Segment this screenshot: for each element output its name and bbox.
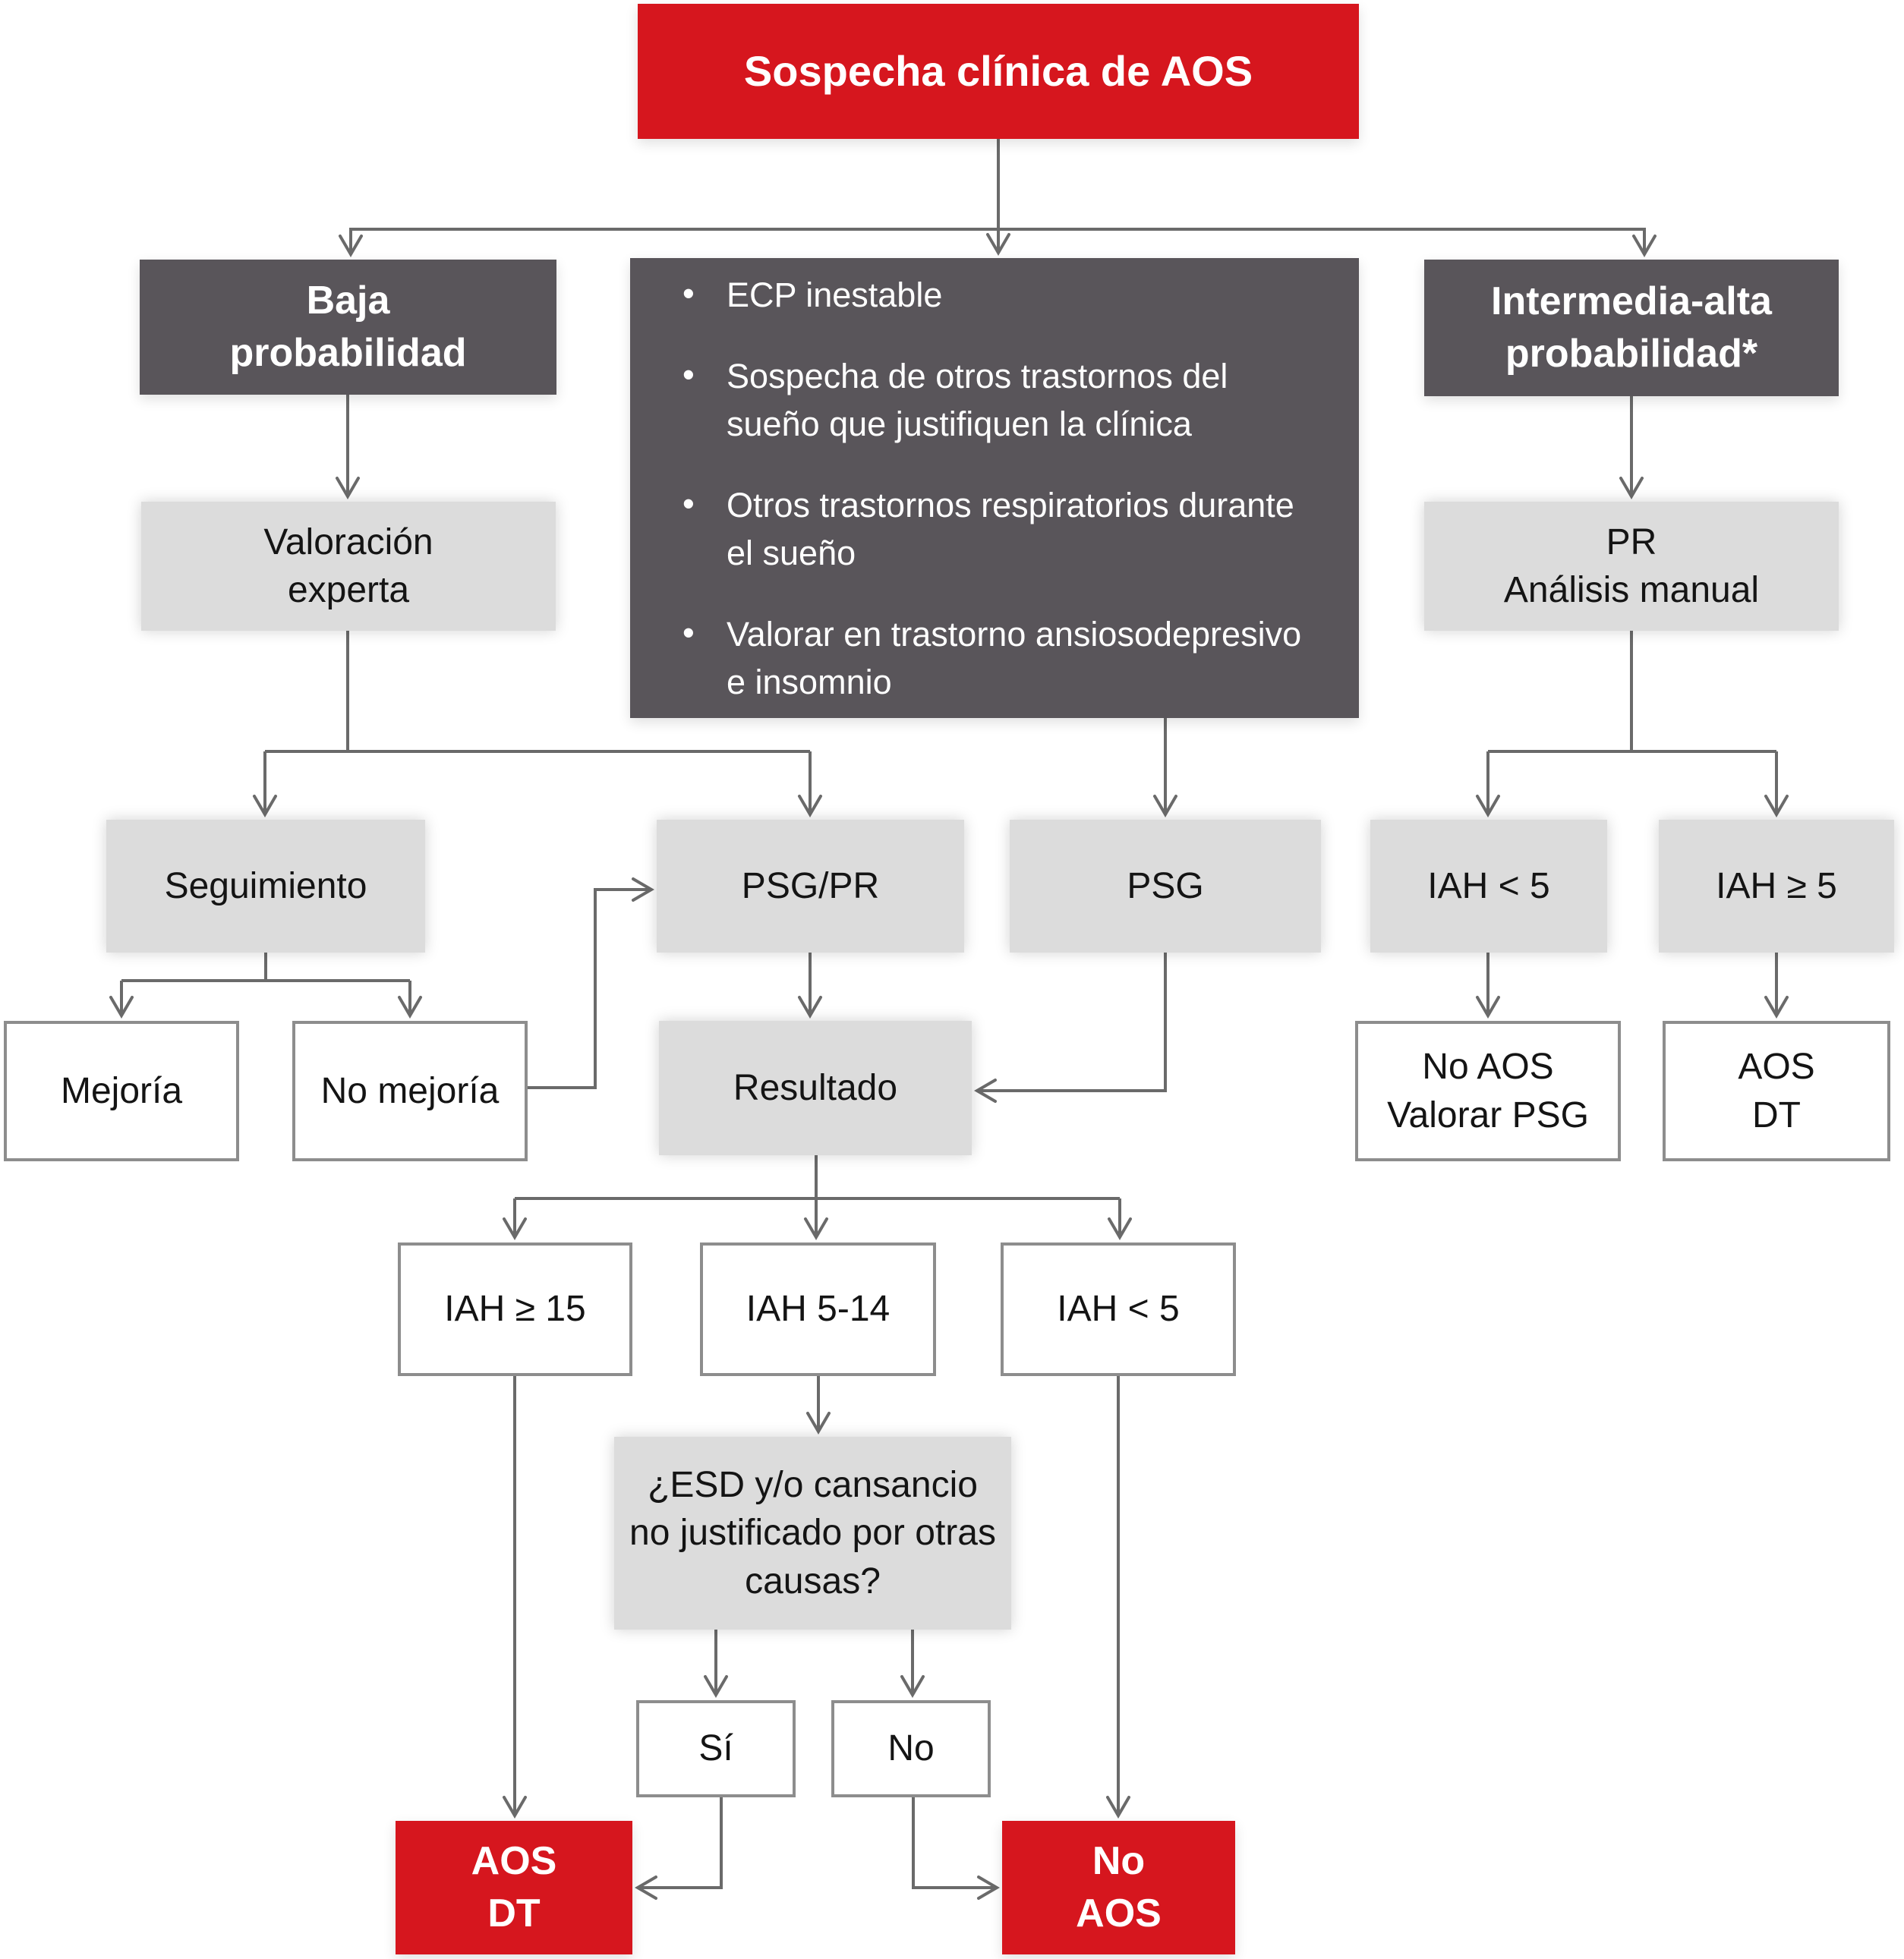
- criterio-item: Otros trastornos respiratorios durante e…: [672, 480, 1325, 577]
- seguimiento-box: Seguimiento: [106, 820, 425, 953]
- no-mejoria-box: No mejoría: [292, 1021, 528, 1161]
- resultado-box: Resultado: [659, 1021, 972, 1155]
- aos-dt-right-box: AOS DT: [1663, 1021, 1890, 1161]
- intermedia-alta-box: Intermedia-alta probabilidad*: [1424, 260, 1839, 396]
- criterios-list: ECP inestable Sospecha de otros trastorn…: [672, 269, 1325, 706]
- sospecha-clinica-box: Sospecha clínica de AOS: [638, 4, 1359, 139]
- no-aos-valorar-psg-box: No AOS Valorar PSG: [1355, 1021, 1621, 1161]
- criterio-item: Valorar en trastorno ansiosodepresivo e …: [672, 609, 1325, 706]
- psg-pr-box: PSG/PR: [657, 820, 964, 953]
- iah-ge5-right-box: IAH ≥ 5: [1659, 820, 1894, 953]
- iah-lt5-bottom-box: IAH < 5: [1001, 1242, 1236, 1376]
- iah-5-14-box: IAH 5-14: [700, 1242, 936, 1376]
- iah-ge15-box: IAH ≥ 15: [398, 1242, 632, 1376]
- iah-lt5-right-box: IAH < 5: [1370, 820, 1607, 953]
- no-box: No: [831, 1700, 991, 1797]
- pr-analisis-manual-box: PR Análisis manual: [1424, 502, 1839, 631]
- criterios-box: ECP inestable Sospecha de otros trastorn…: [630, 258, 1359, 718]
- no-aos-red-box: No AOS: [1002, 1821, 1235, 1954]
- esd-question-box: ¿ESD y/o cansancio no justificado por ot…: [614, 1437, 1011, 1630]
- valoracion-experta-box: Valoración experta: [141, 502, 556, 631]
- baja-probabilidad-box: Baja probabilidad: [140, 260, 556, 395]
- psg-box: PSG: [1010, 820, 1321, 953]
- mejoria-box: Mejoría: [4, 1021, 239, 1161]
- si-box: Sí: [636, 1700, 796, 1797]
- criterio-item: ECP inestable: [672, 269, 1325, 319]
- aos-dt-red-box: AOS DT: [396, 1821, 632, 1954]
- criterio-item: Sospecha de otros trastornos del sueño q…: [672, 351, 1325, 448]
